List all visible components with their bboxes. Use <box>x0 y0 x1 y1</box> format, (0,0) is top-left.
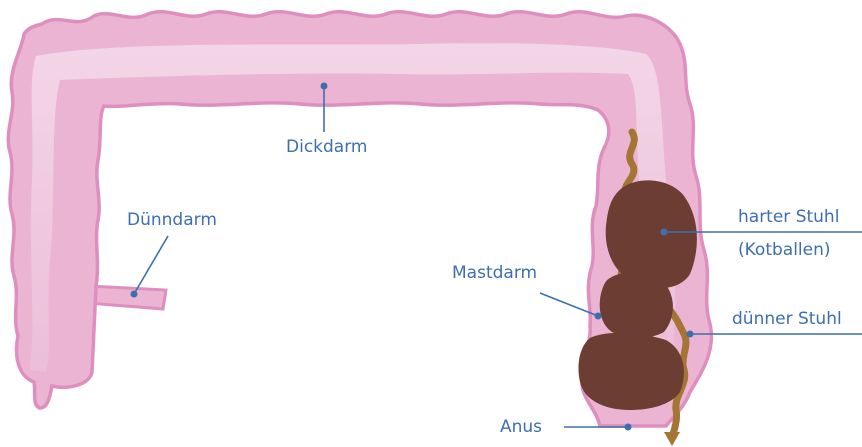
anus-label: Anus <box>500 417 542 437</box>
dickdarm-label: Dickdarm <box>286 137 367 157</box>
kotballen-label: (Kotballen) <box>738 240 831 260</box>
label-duenner-stuhl: dünner Stuhl <box>687 309 862 338</box>
thin-stool-arrowhead <box>664 432 680 446</box>
harter-stuhl-label: harter Stuhl <box>738 207 839 227</box>
label-mastdarm: Mastdarm <box>452 263 602 320</box>
duenndarm-label: Dünndarm <box>127 210 217 230</box>
small-intestine <box>88 286 166 309</box>
mastdarm-label: Mastdarm <box>452 263 537 283</box>
label-duenndarm: Dünndarm <box>127 210 217 298</box>
duenner-stuhl-label: dünner Stuhl <box>732 309 842 329</box>
stool-ball-bottom <box>578 333 683 410</box>
